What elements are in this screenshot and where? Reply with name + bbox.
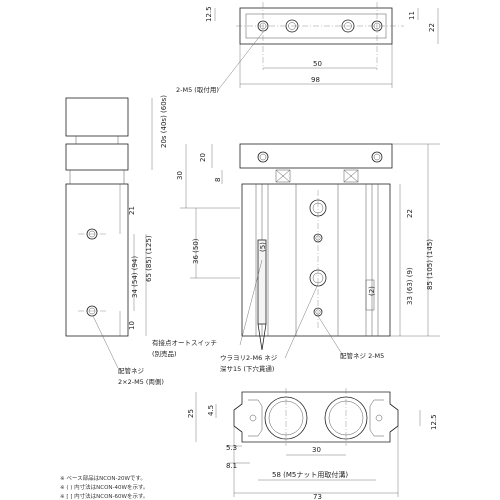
label-switch: 有接点オートスイッチ — [152, 338, 217, 347]
dim-b30: 30 — [312, 446, 321, 454]
dim-b4-5: 4.5 — [207, 405, 215, 416]
tag-5: (5) — [259, 242, 267, 252]
note-2: ※ ( ) 内寸法はNCON-40Wを示す。 — [60, 483, 148, 491]
note-3: ※ [ ] 内寸法はNCON-60Wを示す。 — [60, 492, 148, 500]
label-piping-right: 配管ネジ 2-M5 — [340, 351, 384, 360]
dim-34: 34 (54) (94) — [131, 256, 139, 298]
dim-10: 10 — [128, 321, 136, 330]
dim-33: 33 (63) (9) — [406, 267, 414, 305]
dim-20: 20 — [199, 153, 207, 162]
label-back-thread-sub: 深サ15 (下穴貫通) — [220, 364, 274, 373]
side-view — [65, 97, 129, 337]
note-1: ※ ベース部品はNCON-20Wです。 — [60, 474, 146, 482]
dim-85: 85 (105) (145) — [426, 239, 434, 290]
dim-b58: 58 (M5ナット用取付溝) — [272, 470, 348, 479]
bottom-view — [233, 388, 399, 446]
tag-2: (2) — [368, 286, 376, 296]
dim-top-12-5: 12.5 — [205, 6, 213, 22]
label-piping-left-sub: 2×2-M5 (両側) — [118, 378, 164, 386]
label-switch-sub: (別売品) — [152, 349, 177, 358]
dim-side-20s: 20s (40s) (60s) — [160, 95, 168, 148]
dim-top-22: 22 — [428, 23, 436, 32]
front-view — [239, 143, 393, 351]
dim-98: 98 — [311, 76, 320, 84]
dim-b73: 73 — [313, 493, 322, 500]
dim-b25: 25 — [187, 409, 195, 418]
dim-b12-5: 12.5 — [430, 414, 438, 430]
dim-36: 36 (50) — [192, 238, 200, 264]
top-view — [236, 2, 404, 70]
dim-30: 30 — [176, 171, 184, 180]
dim-50: 50 — [313, 60, 322, 68]
dim-22b: 22 — [406, 209, 414, 218]
label-piping-left: 配管ネジ — [118, 366, 145, 375]
dim-8: 8 — [214, 178, 222, 182]
label-top-holes: 2-M5 (取付用) — [176, 85, 219, 94]
dim-b5-3: 5.3 — [226, 444, 237, 452]
dim-b8-1: 8.1 — [226, 462, 237, 470]
dim-65: 65 (85) (125) — [145, 235, 153, 282]
dim-top-11: 11 — [408, 11, 416, 20]
label-back-thread: ウラヨリ2-M6 ネジ — [220, 354, 278, 362]
dim-21: 21 — [128, 206, 136, 215]
